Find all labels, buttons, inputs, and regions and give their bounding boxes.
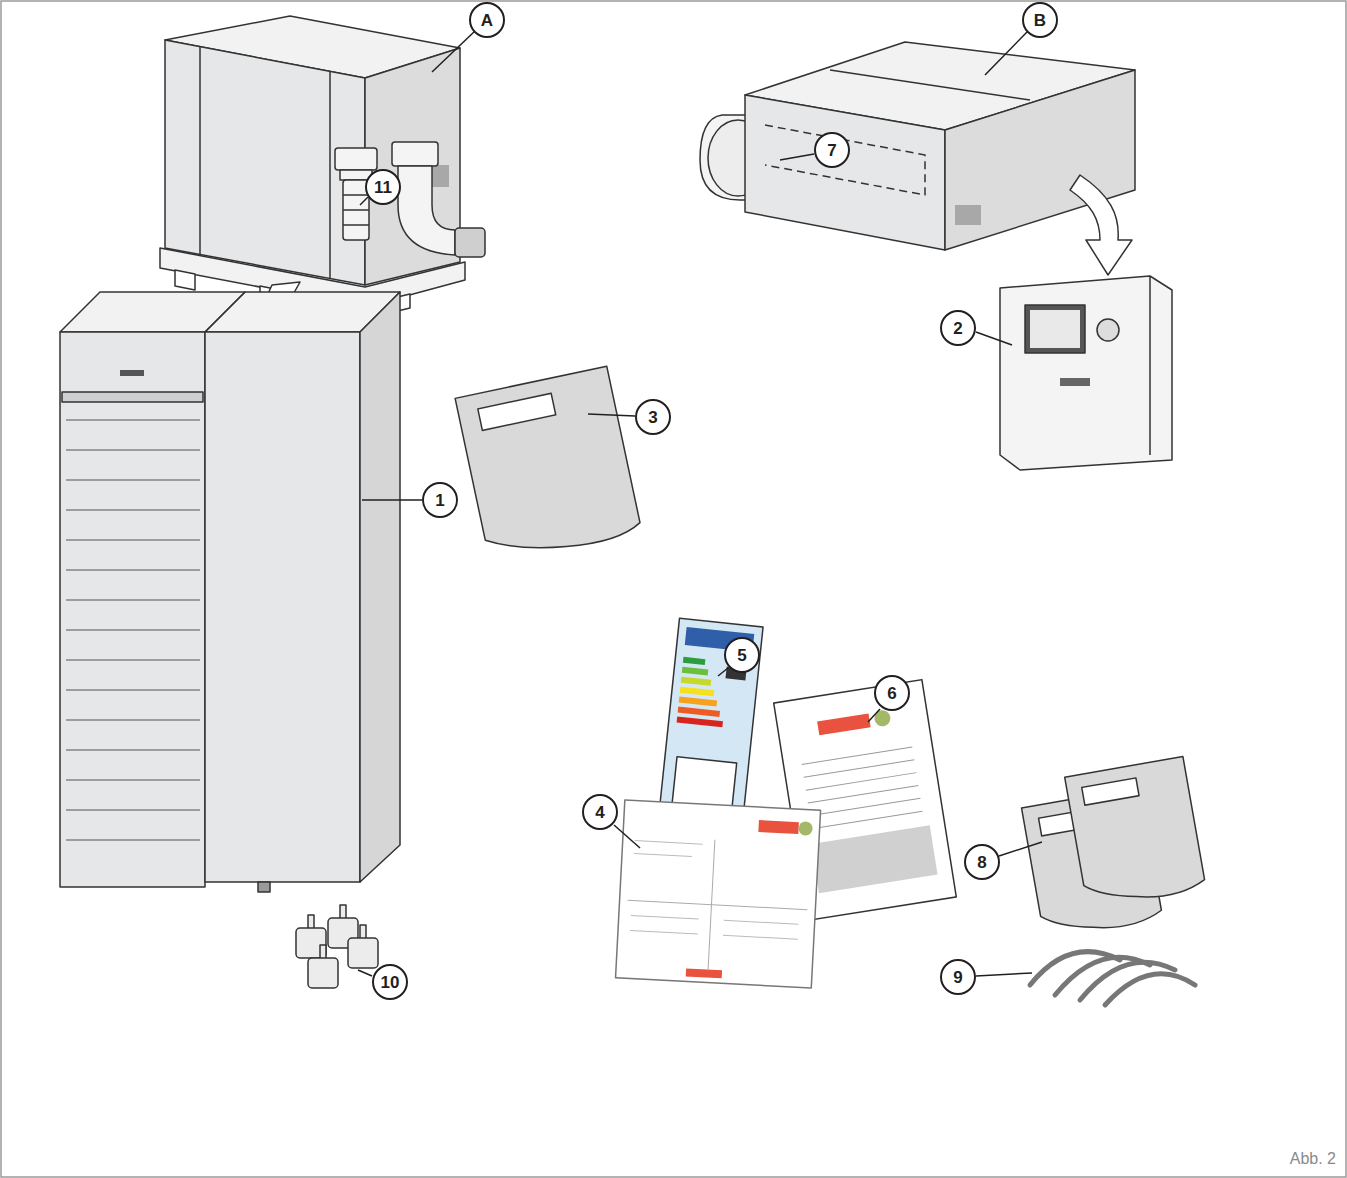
callout-number: 6 [874,675,910,711]
callout-number: 4 [582,794,618,830]
callout-number: 10 [372,964,408,1000]
callout-number: 5 [724,637,760,673]
callout-number: 2 [940,310,976,346]
callout-number: 3 [635,399,671,435]
callout-number: 11 [365,169,401,205]
callout-number: 8 [964,844,1000,880]
callout-number: 7 [814,132,850,168]
figure-caption: Abb. 2 [1290,1150,1336,1168]
callout-number: 1 [422,482,458,518]
callout-number: A [469,2,505,38]
callout-number: 9 [940,959,976,995]
callout-number: B [1022,2,1058,38]
